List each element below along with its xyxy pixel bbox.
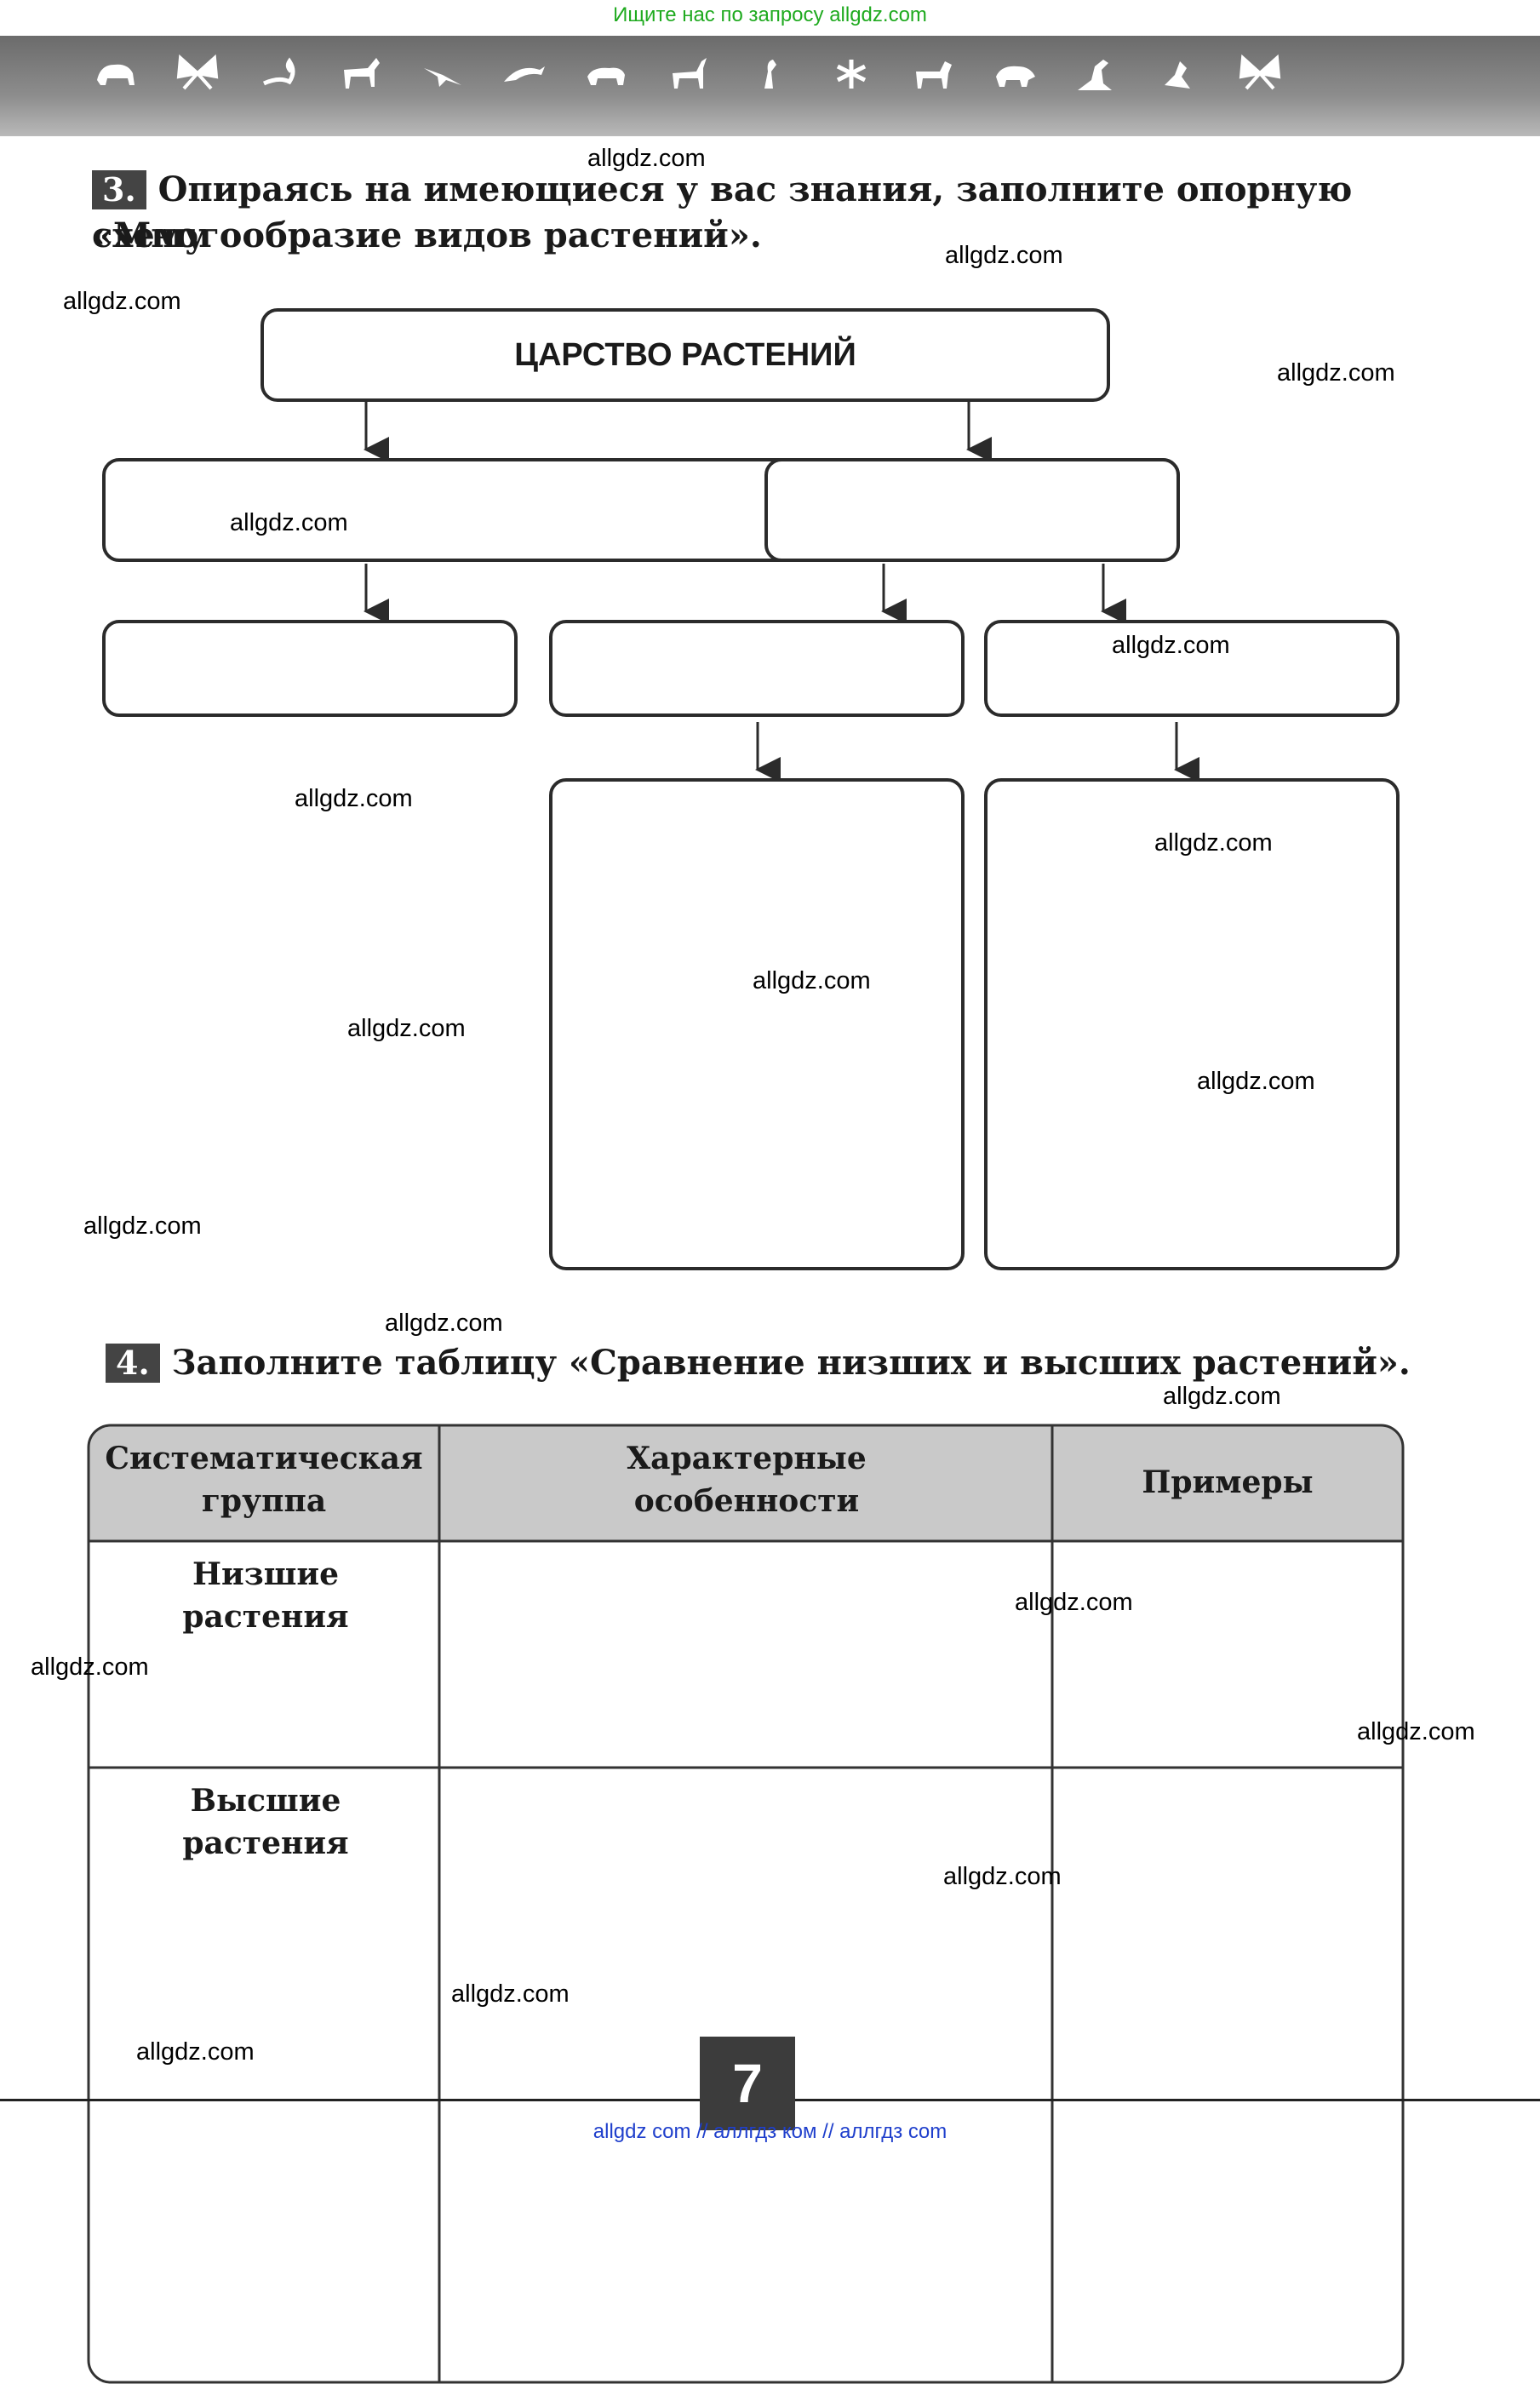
task4-text: Заполните таблицу «Сравнение низших и вы… (171, 1343, 1411, 1383)
task4-number: 4. (106, 1344, 160, 1383)
butterfly-icon (1239, 54, 1281, 90)
bison-icon (97, 64, 135, 85)
watermark: allgdz.com (451, 1980, 570, 2008)
watermark: allgdz.com (1154, 829, 1273, 857)
insect-icon (836, 60, 867, 89)
scheme-box-right-2b[interactable] (984, 620, 1400, 717)
cell-higher-examples[interactable] (1054, 1769, 1401, 2381)
col-header-features: Характерные особенности (627, 1441, 867, 1519)
watermark: allgdz.com (587, 145, 706, 172)
scheme-connectors (364, 402, 1199, 782)
search-hint[interactable]: Ищите нас по запросу allgdz.com (613, 3, 927, 26)
scheme-box-right-2a[interactable] (549, 620, 965, 717)
bird-icon (424, 68, 461, 87)
scheme-box-bottom-b[interactable] (984, 778, 1400, 1270)
bird-icon (764, 60, 776, 89)
horse-icon (344, 58, 380, 89)
task3-heading: 3.Опираясь на имеющиеся у вас знания, за… (92, 167, 1420, 259)
scorpion-icon (262, 57, 295, 86)
kangaroo-icon (1078, 60, 1112, 90)
animal-strip (94, 51, 1282, 95)
watermark: allgdz.com (63, 288, 181, 315)
watermark: allgdz.com (347, 1015, 466, 1042)
watermark: allgdz.com (753, 967, 871, 994)
scheme-box-bottom-a[interactable] (549, 778, 965, 1270)
col-header-examples: Примеры (1142, 1464, 1314, 1500)
scheme-root-label: ЦАРСТВО РАСТЕНИЙ (514, 336, 856, 373)
watermark: allgdz.com (943, 1863, 1062, 1890)
boar-icon (996, 66, 1035, 87)
cell-lower-features[interactable] (441, 1543, 1051, 1766)
watermark: allgdz.com (1357, 1718, 1475, 1745)
butterfly-icon (176, 54, 219, 90)
task3-text-line2: «Многообразие видов растений». (92, 215, 762, 255)
col-header-group: Систематическая группа (105, 1441, 423, 1519)
dog-icon (916, 61, 952, 89)
cell-lower-examples[interactable] (1054, 1543, 1401, 1766)
watermark: allgdz.com (295, 785, 413, 812)
watermark: allgdz.com (1163, 1383, 1281, 1410)
scheme-box-left-2[interactable] (102, 620, 518, 717)
watermark: allgdz.com (945, 242, 1063, 269)
watermark: allgdz.com (1015, 1589, 1133, 1616)
watermark: allgdz.com (31, 1653, 149, 1681)
scheme-root-box: ЦАРСТВО РАСТЕНИЙ (260, 308, 1110, 402)
watermark: allgdz.com (83, 1212, 202, 1240)
task4-heading: 4. Заполните таблицу «Сравнение низших и … (106, 1340, 1434, 1386)
moose-icon (673, 58, 707, 89)
watermark: allgdz.com (385, 1309, 503, 1337)
watermark: allgdz.com (230, 509, 348, 536)
watermark: allgdz.com (1277, 359, 1395, 387)
dolphin-icon (504, 66, 545, 82)
comparison-table: Систематическая группа Характерные особе… (87, 1424, 1405, 2384)
watermark: allgdz.com (136, 2038, 255, 2066)
scheme-box-right-1[interactable] (764, 458, 1180, 562)
task3-number: 3. (92, 170, 146, 209)
watermark: allgdz.com (1197, 1068, 1315, 1095)
watermark: allgdz.com (1112, 632, 1230, 659)
task3-text-line1: Опираясь на имеющиеся у вас знания, запо… (92, 169, 1353, 255)
page-number: 7 (700, 2037, 795, 2130)
bird-icon (1165, 61, 1190, 89)
bear-icon (587, 67, 625, 85)
row-label-lower: Низшие растения (182, 1556, 349, 1635)
row-label-higher: Высшие растения (182, 1783, 349, 1861)
footer-links[interactable]: allgdz com // аллгдз ком // аллгдз com (593, 2120, 947, 2143)
